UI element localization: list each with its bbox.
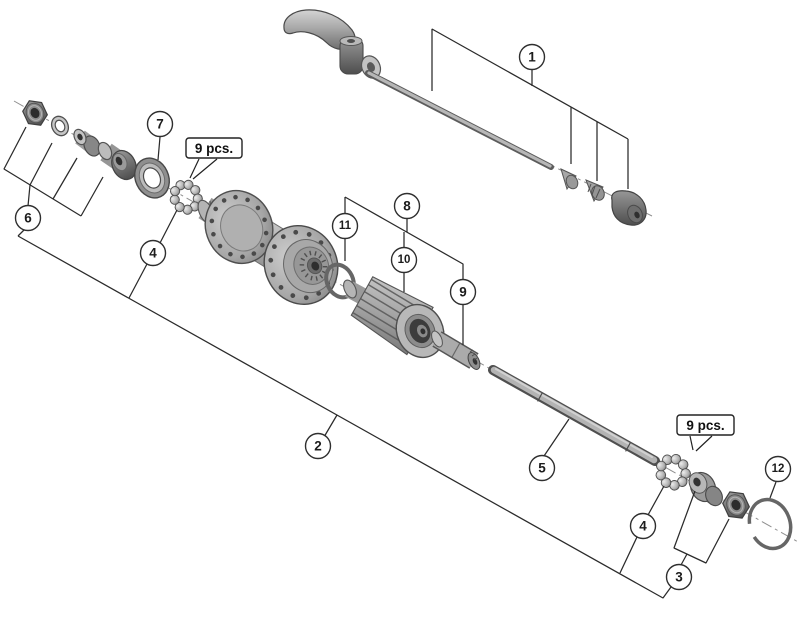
callout-7: 7 [146, 110, 174, 138]
callout-9: 9 [449, 278, 477, 306]
seal-ring [134, 157, 170, 199]
snap-ring [747, 497, 793, 551]
callout-5: 5 [528, 454, 556, 482]
callout-2: 2 [304, 432, 332, 460]
left-cone [73, 128, 101, 157]
quantity-label-bottom: 9 pcs. [676, 414, 735, 452]
callout-4-right-number: 4 [639, 519, 647, 534]
callout-12-number: 12 [772, 463, 785, 475]
skewer-rod-highlight [367, 71, 552, 168]
callout-7-number: 7 [156, 117, 164, 132]
qr-pivot-hole [347, 39, 355, 43]
ball-retainer-left [169, 179, 203, 215]
spoke-holes-left [209, 194, 269, 260]
callout-1-number: 1 [528, 50, 536, 65]
dust-cap-cone [97, 141, 137, 181]
right-cone [688, 471, 723, 507]
callout-4-left: 4 [139, 239, 167, 267]
qr-spring-small [560, 168, 579, 191]
quantity-label-top-pointer [189, 158, 218, 180]
quantity-label-bottom-pointer [689, 435, 713, 452]
callout-6-number: 6 [24, 211, 32, 226]
callout-12: 12 [764, 455, 792, 483]
callout-10-number: 10 [398, 254, 411, 266]
left-washer [50, 115, 70, 137]
callout-2-number: 2 [314, 439, 322, 454]
freehub-end-face [395, 303, 445, 359]
right-lock-nut [722, 491, 751, 519]
hub-shell [197, 189, 339, 306]
left-lock-nut [22, 100, 48, 126]
callout-8-number: 8 [403, 199, 411, 214]
callout-9-number: 9 [459, 285, 467, 300]
callout-5-number: 5 [538, 461, 546, 476]
callout-10: 10 [390, 246, 418, 274]
freehub-body [343, 276, 445, 359]
callout-4-left-number: 4 [149, 246, 157, 261]
hub-flange-left [204, 189, 274, 265]
callout-3: 3 [665, 563, 693, 591]
callout-11: 11 [331, 212, 359, 240]
hub-axle [488, 365, 660, 466]
quick-release-assembly [283, 9, 647, 226]
quantity-label-top-text: 9 pcs. [195, 141, 233, 156]
callout-4-right: 4 [629, 512, 657, 540]
axle-sleeve [431, 330, 481, 370]
quantity-label-top: 9 pcs. [185, 137, 243, 180]
quantity-label-bottom-text: 9 pcs. [686, 418, 724, 433]
callout-3-number: 3 [675, 570, 683, 585]
callout-11-number: 11 [339, 220, 352, 232]
leader-lines [3, 28, 777, 599]
qr-spring-large [585, 179, 605, 203]
callout-1: 1 [518, 43, 546, 71]
qr-end-nut [611, 190, 647, 226]
callout-6: 6 [14, 204, 42, 232]
callout-8: 8 [393, 192, 421, 220]
callouts: 1 2 3 4 4 5 6 7 [14, 43, 792, 591]
ball-retainer-right [655, 453, 691, 491]
